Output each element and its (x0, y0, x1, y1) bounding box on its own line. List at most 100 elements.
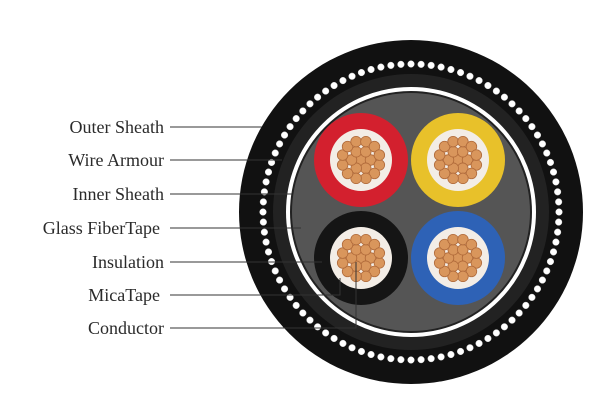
armour-wire (367, 350, 375, 359)
conductor-strand (470, 149, 483, 161)
armour-wire (397, 356, 405, 364)
armour-wire (286, 123, 294, 131)
conductor-strand (350, 135, 362, 148)
conductor-strand (350, 233, 362, 246)
conductor-strand (465, 167, 478, 180)
armour-wire (555, 208, 563, 216)
armour-wire (314, 323, 322, 331)
conductor-strand (360, 172, 372, 185)
armour-wire (546, 158, 555, 166)
label-conductor: Conductor (88, 318, 164, 338)
conductor-strand (350, 172, 362, 185)
conductor-strand (433, 159, 446, 171)
label-wire-armour: Wire Armour (68, 150, 164, 170)
conductor-strand (433, 247, 446, 259)
armour-wire (457, 68, 465, 77)
core-black (314, 211, 408, 305)
label-outer-sheath: Outer Sheath (70, 117, 164, 137)
armour-wire (276, 140, 284, 148)
conductor-strand (341, 140, 354, 153)
wire-armour (259, 60, 563, 364)
armour-wire (543, 149, 551, 157)
armour-wire (533, 131, 542, 139)
armour-wire (508, 100, 516, 108)
conductor-strand (368, 265, 381, 278)
armour-wire (492, 87, 500, 95)
armour-wire (407, 60, 415, 68)
conductor-strand (447, 135, 459, 148)
cable-cross-section (239, 40, 583, 384)
conductor-strand (336, 247, 349, 259)
armour-wire (543, 267, 551, 275)
armour-wire (387, 355, 395, 363)
label-insulation: Insulation (92, 252, 164, 272)
armour-wire (417, 356, 425, 364)
leader-conductor (170, 262, 357, 329)
conductor-strand (465, 238, 478, 251)
armour-wire (546, 258, 555, 266)
leader-lines (170, 126, 357, 329)
armour-wire (549, 248, 558, 256)
conductor-strand (368, 140, 381, 153)
conductor-strand (438, 167, 451, 180)
armour-wire (306, 316, 314, 324)
armour-wire (515, 107, 523, 115)
armour-wire (280, 131, 289, 139)
armour-wire (264, 248, 273, 256)
armour-wire (554, 228, 562, 236)
armour-wire (259, 218, 267, 226)
armour-wire (552, 238, 560, 246)
conductor-strand (457, 172, 469, 185)
conductor-strand (433, 149, 446, 161)
armour-wire (330, 81, 338, 90)
armour-wire (500, 323, 508, 331)
label-inner-sheath: Inner Sheath (73, 184, 164, 204)
armour-wire (259, 208, 267, 216)
armour-wire (492, 329, 500, 337)
label-glass-fiber-tape: Glass FiberTape (43, 218, 160, 238)
armour-wire (437, 63, 445, 71)
conductor-strand (457, 135, 469, 148)
armour-wire (500, 93, 508, 101)
armour-wire (387, 61, 395, 69)
armour-wire (407, 356, 415, 364)
labels: Outer Sheath Wire Armour Inner Sheath Gl… (43, 117, 164, 338)
armour-wire (260, 188, 268, 196)
conductor-strand (360, 233, 372, 246)
armour-wire (447, 65, 455, 74)
conductor-strand (465, 140, 478, 153)
armour-wire (271, 149, 279, 157)
armour-wire (322, 329, 330, 337)
conductor-strand (465, 265, 478, 278)
conductor-strand (438, 265, 451, 278)
armour-wire (262, 178, 270, 186)
armour-wire (306, 100, 314, 108)
armour-wire (259, 198, 267, 206)
armour-wire (299, 309, 307, 317)
armour-wire (522, 301, 530, 309)
core-yellow (411, 113, 505, 207)
conductor-strand (433, 257, 446, 269)
armour-wire (484, 81, 492, 90)
armour-wire (538, 140, 546, 148)
armour-wire (427, 61, 435, 69)
armour-wire (330, 334, 338, 343)
armour-wire (457, 347, 465, 356)
cores (314, 113, 505, 305)
armour-wire (267, 158, 276, 166)
armour-wire (475, 77, 483, 85)
armour-wire (522, 115, 530, 123)
armour-wire (417, 60, 425, 68)
conductor-strand (341, 238, 354, 251)
label-mica-tape: MicaTape (88, 285, 160, 305)
conductor-strand (341, 167, 354, 180)
armour-wire (555, 198, 563, 206)
armour-wire (377, 63, 385, 71)
armour-wire (397, 60, 405, 68)
armour-wire (466, 72, 474, 80)
conductor-strand (336, 257, 349, 269)
armour-wire (447, 350, 455, 359)
leader-mica-tape (170, 278, 341, 296)
conductor-strand (438, 140, 451, 153)
armour-wire (286, 293, 294, 301)
